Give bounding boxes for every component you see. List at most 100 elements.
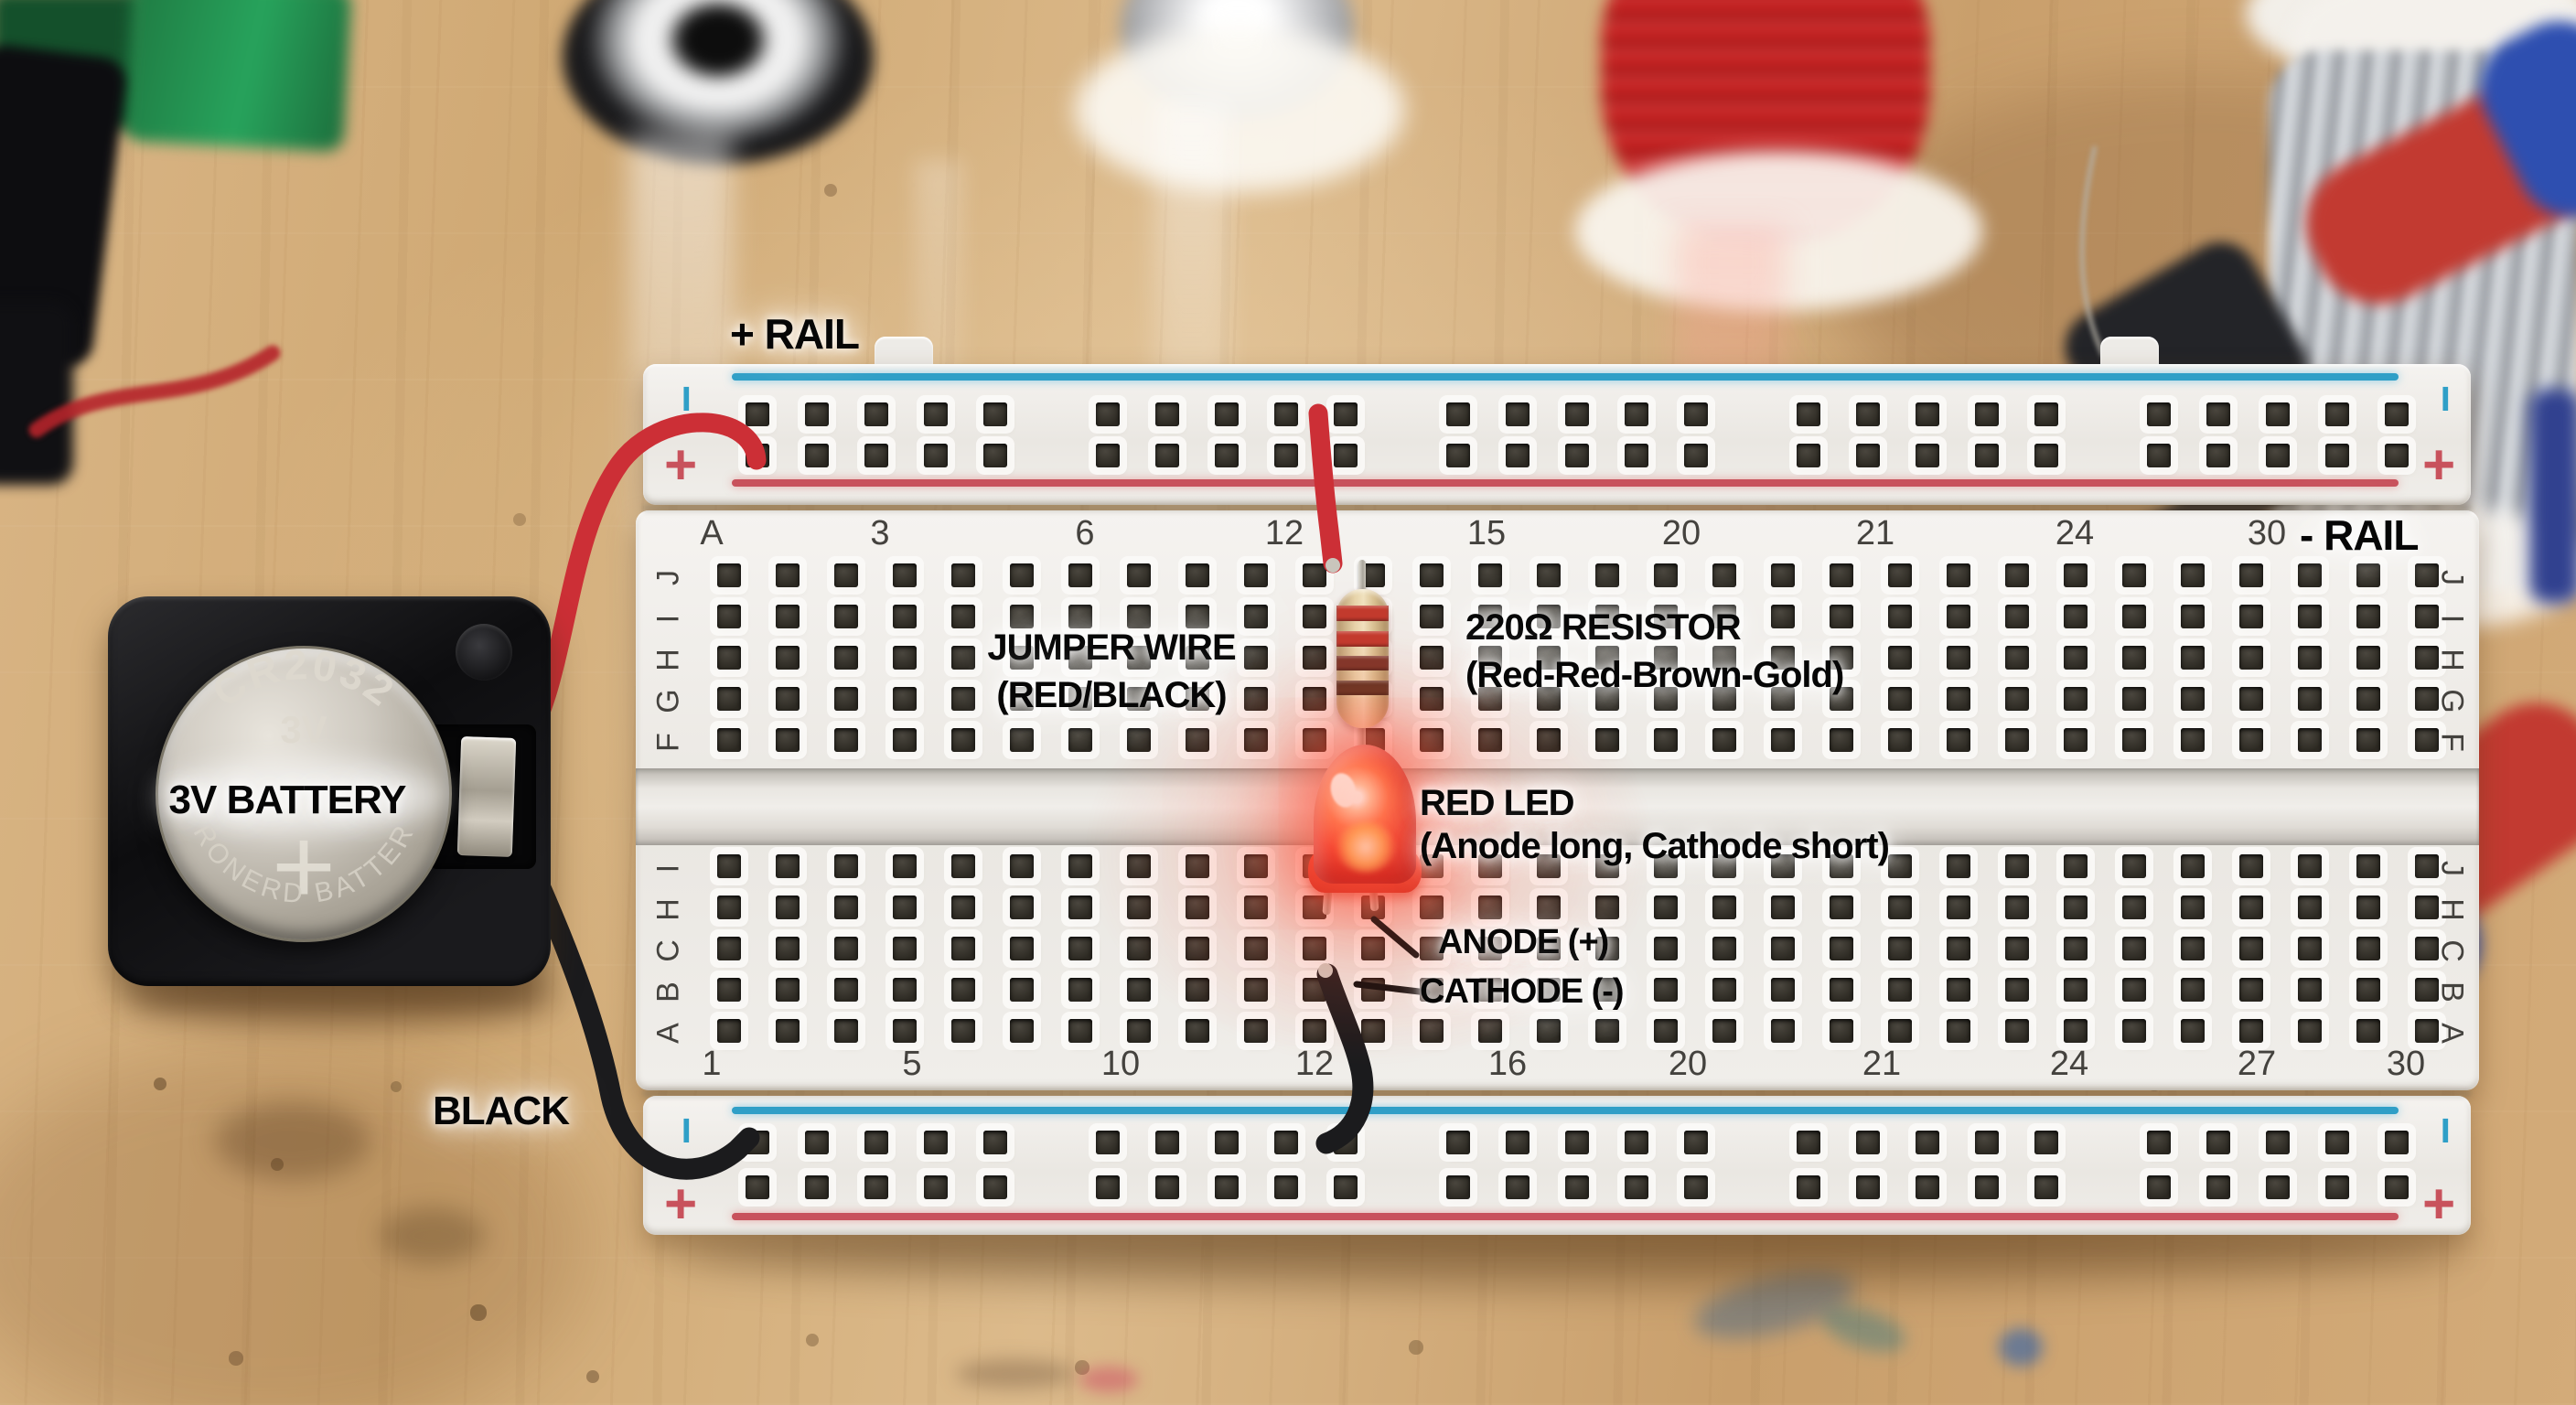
breadboard-hole — [1478, 563, 1502, 587]
breadboard-hole — [1244, 687, 1268, 711]
breadboard-hole — [2298, 646, 2322, 670]
breadboard-hole — [1068, 1019, 1092, 1043]
breadboard-hole — [1771, 854, 1795, 878]
breadboard-hole — [2298, 605, 2322, 628]
breadboard-hole — [1771, 1019, 1795, 1043]
breadboard-hole — [1068, 605, 1092, 628]
breadboard-hole — [776, 563, 800, 587]
column-number: 30 — [2386, 1045, 2426, 1083]
breadboard-hole — [2415, 605, 2439, 628]
breadboard-hole — [1712, 937, 1736, 960]
plus-mark: + — [664, 434, 698, 497]
rail-hole — [1975, 402, 1999, 426]
breadboard-hole — [2298, 563, 2322, 587]
rail-hole — [2034, 444, 2058, 467]
positive-rail-line — [732, 479, 2399, 487]
breadboard-hole — [2064, 937, 2088, 960]
column-number: 15 — [1466, 514, 1507, 552]
resistor-band — [1336, 631, 1389, 647]
breadboard-hole — [951, 1019, 975, 1043]
breadboard-hole — [1830, 605, 1853, 628]
rail-hole — [1625, 1175, 1648, 1199]
breadboard-hole — [1537, 937, 1561, 960]
breadboard-hole — [1888, 646, 1912, 670]
plus-mark: + — [2422, 1173, 2456, 1236]
breadboard-hole — [1830, 854, 1853, 878]
resistor-band — [1336, 606, 1389, 621]
breadboard-hole — [2239, 1019, 2263, 1043]
breadboard-hole — [1712, 896, 1736, 919]
breadboard-hole — [1478, 854, 1502, 878]
breadboard-hole — [2181, 978, 2205, 1002]
rail-hole — [1684, 402, 1708, 426]
led-hotspot — [1336, 821, 1396, 873]
column-number: 10 — [1100, 1045, 1141, 1083]
rail-hole — [1856, 1175, 1880, 1199]
rail-hole — [1506, 444, 1530, 467]
breadboard-hole — [1947, 728, 1970, 752]
breadboard-hole — [1830, 563, 1853, 587]
breadboard-hole — [1244, 978, 1268, 1002]
breadboard-hole — [2122, 687, 2146, 711]
rail-hole — [1916, 402, 1939, 426]
column-number: 21 — [1862, 1045, 1902, 1083]
breadboard-hole — [2415, 687, 2439, 711]
breadboard-hole — [951, 937, 975, 960]
breadboard-hole — [2064, 1019, 2088, 1043]
breadboard-hole — [1068, 978, 1092, 1002]
breadboard-hole — [1068, 896, 1092, 919]
breadboard-hole — [1478, 646, 1502, 670]
rail-hole — [1446, 402, 1470, 426]
breadboard-hole — [1186, 605, 1209, 628]
breadboard-hole — [1010, 978, 1034, 1002]
board-seam — [643, 1090, 2471, 1097]
rail-hole — [1215, 1175, 1239, 1199]
annotation-led-line2: (Anode long, Cathode short) — [1420, 826, 1890, 867]
rail-hole — [1096, 1175, 1120, 1199]
breadboard-hole — [1595, 1019, 1619, 1043]
breadboard-hole — [2005, 937, 2029, 960]
breadboard-hole — [893, 854, 917, 878]
red-jumper-wire — [1308, 403, 1343, 574]
breadboard-hole — [1303, 687, 1326, 711]
breadboard-hole — [1771, 937, 1795, 960]
annotation-plus-rail: + RAIL — [730, 310, 860, 358]
rail-hole — [805, 402, 829, 426]
breadboard-hole — [834, 854, 858, 878]
annotation-battery: 3V BATTERY — [168, 778, 407, 822]
breadboard-hole — [1947, 563, 1970, 587]
breadboard-hole — [2005, 978, 2029, 1002]
black-jumper-wire — [1315, 963, 1374, 1154]
breadboard-hole — [834, 646, 858, 670]
breadboard-hole — [893, 646, 917, 670]
resistor-band — [1336, 681, 1389, 695]
breadboard-hole — [2064, 646, 2088, 670]
breadboard-hole — [1595, 563, 1619, 587]
red-wire-scrap — [28, 345, 281, 438]
breadboard-hole — [1888, 937, 1912, 960]
rail-hole — [2385, 1131, 2409, 1154]
breadboard-hole — [1244, 854, 1268, 878]
breadboard-hole — [2181, 937, 2205, 960]
breadboard-hole — [1010, 563, 1034, 587]
rail-hole — [1446, 444, 1470, 467]
breadboard-hole — [2064, 978, 2088, 1002]
rail-hole — [1334, 1175, 1358, 1199]
column-number: 21 — [1855, 514, 1895, 552]
breadboard-hole — [1654, 687, 1678, 711]
cell-highlight — [163, 759, 446, 832]
rail-hole — [2325, 402, 2349, 426]
breadboard-hole — [2181, 728, 2205, 752]
breadboard-hole — [1830, 937, 1853, 960]
rail-hole — [2325, 444, 2349, 467]
breadboard-hole — [2122, 605, 2146, 628]
breadboard-hole — [1127, 1019, 1151, 1043]
rail-hole — [1625, 444, 1648, 467]
rail-hole — [2385, 402, 2409, 426]
breadboard-hole — [1654, 854, 1678, 878]
breadboard-hole — [1010, 896, 1034, 919]
breadboard-hole — [2005, 646, 2029, 670]
breadboard-hole — [1595, 646, 1619, 670]
breadboard-hole — [1595, 937, 1619, 960]
